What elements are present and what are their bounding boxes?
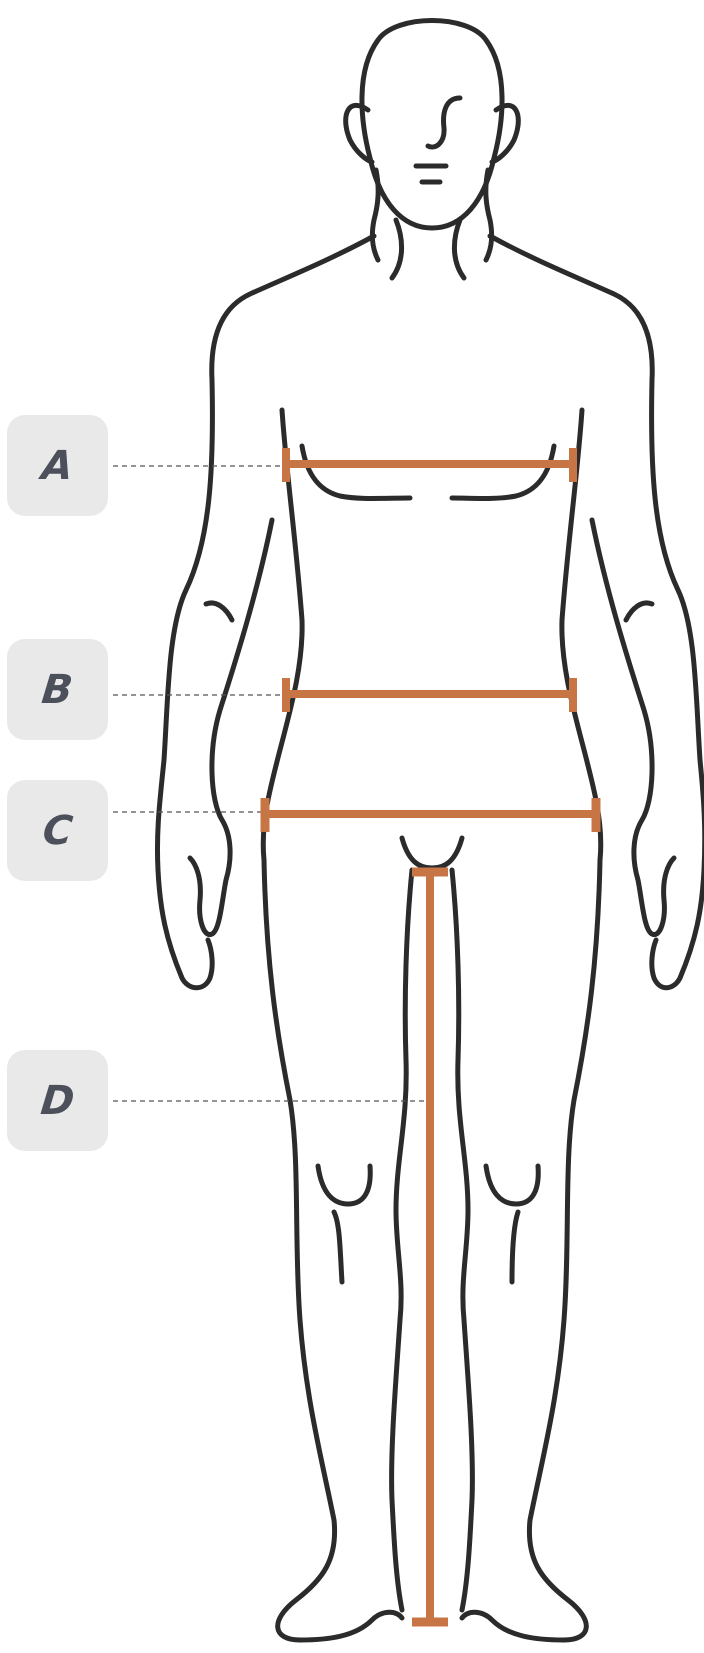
label-badge-d: D (7, 1050, 108, 1151)
label-c-text: C (40, 808, 74, 854)
head-outline (362, 21, 502, 229)
left-knee (318, 1166, 370, 1204)
label-badge-b: B (7, 639, 108, 740)
collar-left (392, 220, 402, 278)
right-arm-inner (592, 520, 674, 935)
right-knee (486, 1166, 538, 1204)
right-elbow (626, 603, 652, 620)
right-arm-outer (652, 380, 704, 988)
label-badge-c: C (7, 780, 108, 881)
left-leg-inner (392, 870, 412, 1610)
left-arm-inner (190, 520, 272, 935)
label-a-text: A (40, 443, 76, 489)
label-d-text: D (38, 1078, 76, 1124)
torso-right (562, 410, 601, 860)
measure-b-waist (286, 678, 573, 712)
right-leg-inner (452, 870, 472, 1610)
right-leg-outer (462, 860, 600, 1640)
label-badge-a: A (7, 415, 108, 516)
chest-right (452, 446, 554, 499)
measure-a-chest (286, 448, 573, 482)
right-shin-line (512, 1212, 518, 1282)
right-shoulder (490, 236, 652, 380)
collar-right (454, 220, 464, 278)
chest-left (302, 446, 410, 499)
label-b-text: B (40, 667, 75, 713)
left-elbow (206, 603, 232, 620)
measure-c-hips (265, 798, 596, 832)
nose (428, 98, 460, 147)
left-shin-line (334, 1212, 342, 1282)
left-arm-outer (157, 380, 212, 988)
crotch (402, 838, 462, 868)
left-shoulder (212, 236, 374, 380)
left-leg-outer (264, 860, 402, 1640)
measure-d-inseam (412, 872, 448, 1622)
